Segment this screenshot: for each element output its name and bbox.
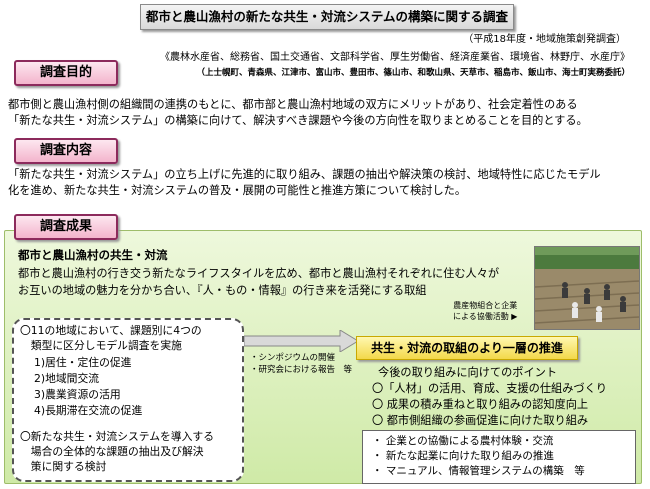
arrow-note-line-2: ・研究会における報告 等: [250, 365, 353, 375]
photo-caption-line-1: 農産物組合と企業: [453, 301, 518, 310]
arrow-note: ・シンポジウムの開催 ・研究会における報告 等: [250, 352, 352, 376]
model-item: 1)居住・定住の促進: [34, 356, 132, 369]
page-title: 都市と農山漁村の新たな共生・対流システムの構築に関する調査: [140, 4, 514, 30]
content-line-1: 「新たな共生・対流システム」の立ち上げに先進的に取り組み、課題の抽出や解決策の検…: [8, 168, 601, 181]
model-outro-line-3: 策に関する検討: [20, 460, 107, 473]
point-item: 〇「人材」の活用、育成、支援の仕組みづくり: [372, 382, 607, 395]
results-heading: 都市と農山漁村の共生・対流: [18, 248, 168, 262]
photo-caption: 農産物組合と企業 による協働活動 ▶: [453, 300, 517, 322]
model-outro-line-2: 場合の全体的な課題の抽出及び解決: [20, 445, 204, 458]
section-label-content: 調査内容: [14, 138, 118, 164]
cities-list: （上士幌町、青森県、江津市、富山市、豊田市、篠山市、和歌山県、天草市、稲島市、飯…: [196, 68, 630, 78]
points-intro: 今後の取り組みに向けてのポイント: [378, 366, 558, 379]
arrow-note-line-1: ・シンポジウムの開催: [250, 353, 336, 363]
section-label-purpose: 調査目的: [14, 60, 118, 86]
field-photo: [534, 246, 640, 330]
model-item: 3)農業資源の活用: [34, 388, 121, 401]
results-line-1: 都市と農山漁村の行き交う新たなライフスタイルを広め、都市と農山漁村それぞれに住む…: [18, 267, 500, 280]
content-line-2: 化を進め、新たな共生・対流システムの普及・展開の可能性と推進方策について検討した…: [8, 184, 467, 197]
initiatives-box: [362, 430, 636, 484]
model-outro-line-1: 〇新たな共生・対流システムを導入する: [20, 430, 215, 443]
point-item: 〇 都市側組織の参画促進に向けた取り組み: [372, 414, 589, 427]
section-label-results: 調査成果: [14, 214, 118, 240]
point-item: 〇 成果の積み重ねと取り組みの認知度向上: [372, 398, 589, 411]
initiative-item: ・ 新たな起業に向けた取り組みの推進: [372, 450, 554, 462]
model-intro-line-2: 類型に区分しモデル調査を実施: [20, 339, 182, 352]
model-item: 2)地域間交流: [34, 372, 100, 385]
page-subtitle: （平成18年度・地域施策創発調査）: [463, 34, 626, 45]
right-arrow-icon: [244, 330, 359, 352]
initiative-item: ・ 企業との協働による農村体験・交流: [372, 435, 554, 447]
purpose-line-1: 都市側と農山漁村側の組織間の連携のもとに、都市部と農山漁村地域の双方にメリットが…: [8, 98, 578, 111]
model-intro-line-1: 〇11の地域において、課題別に4つの: [20, 324, 202, 337]
promotion-banner: 共生・対流の取組のより一層の推進: [356, 336, 578, 360]
model-item: 4)長期滞在交流の促進: [34, 404, 143, 417]
purpose-line-2: 「新たな共生・対流システム」の構築に向けて、解決すべき課題や今後の方向性を取りま…: [8, 114, 588, 127]
ministries-list: 《農林水産省、総務省、国土交通省、文部科学省、厚生労働省、経済産業省、環境省、林…: [160, 52, 630, 63]
initiative-item: ・ マニュアル、情報管理システムの構築 等: [372, 465, 585, 477]
results-line-2: お互いの地域の魅力を分かち合い、『人・もの・情報』の行き来を活発にする取組: [18, 284, 427, 297]
photo-caption-line-2: による協働活動 ▶: [453, 312, 518, 321]
model-study-box: [12, 318, 244, 482]
